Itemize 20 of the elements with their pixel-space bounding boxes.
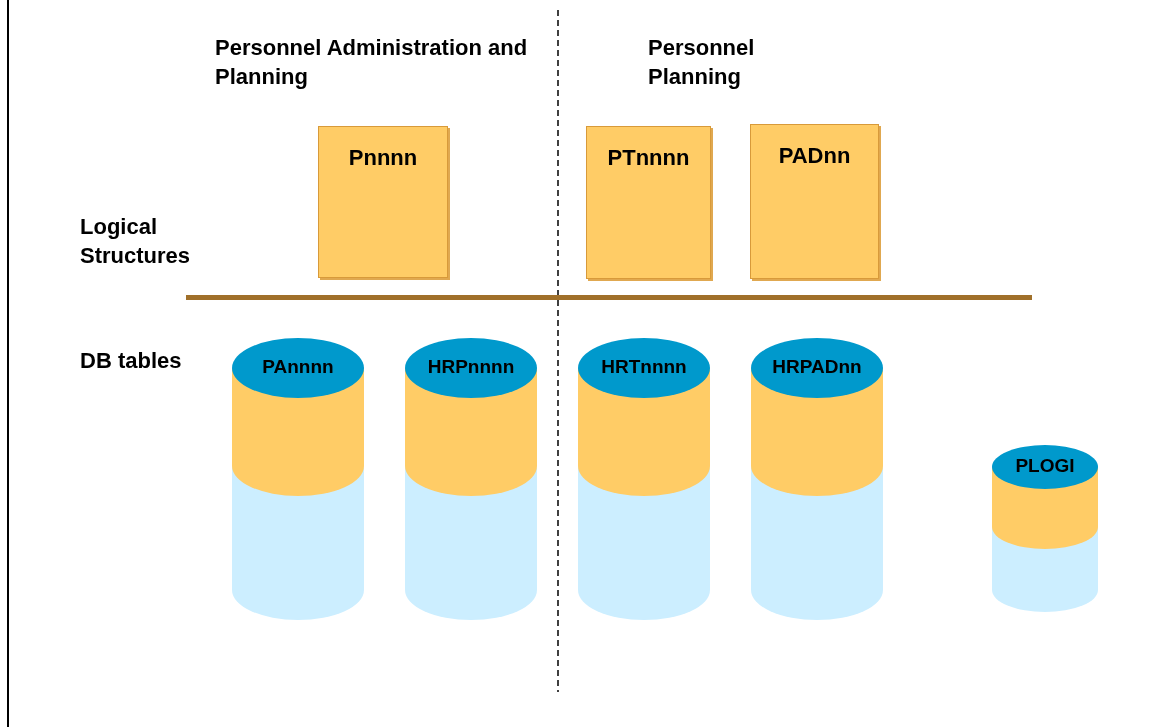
- column-heading: Personnel Planning: [648, 34, 756, 91]
- database-cylinder: [232, 338, 364, 620]
- row-heading: DB tables: [80, 347, 183, 375]
- table-name: PAnnnn: [261, 356, 335, 378]
- table-name: HRPnnnn: [426, 356, 516, 378]
- table-name: HRTnnnn: [600, 356, 688, 378]
- database-cylinder: [578, 338, 710, 620]
- table-name: PLOGI: [1014, 455, 1076, 477]
- column-heading: Personnel Administration and Planning: [215, 34, 529, 91]
- structure-box: [586, 126, 711, 279]
- table-name: Pnnnn: [347, 145, 419, 171]
- row-heading: Logical Structures: [80, 213, 192, 270]
- table-name: PADnn: [777, 143, 852, 169]
- structure-box: [318, 126, 448, 278]
- table-name: HRPADnn: [771, 356, 863, 378]
- structure-box: [750, 124, 879, 279]
- table-name: PTnnnn: [606, 145, 691, 171]
- database-cylinder: [992, 445, 1098, 612]
- database-cylinder: [751, 338, 883, 620]
- database-cylinder: [405, 338, 537, 620]
